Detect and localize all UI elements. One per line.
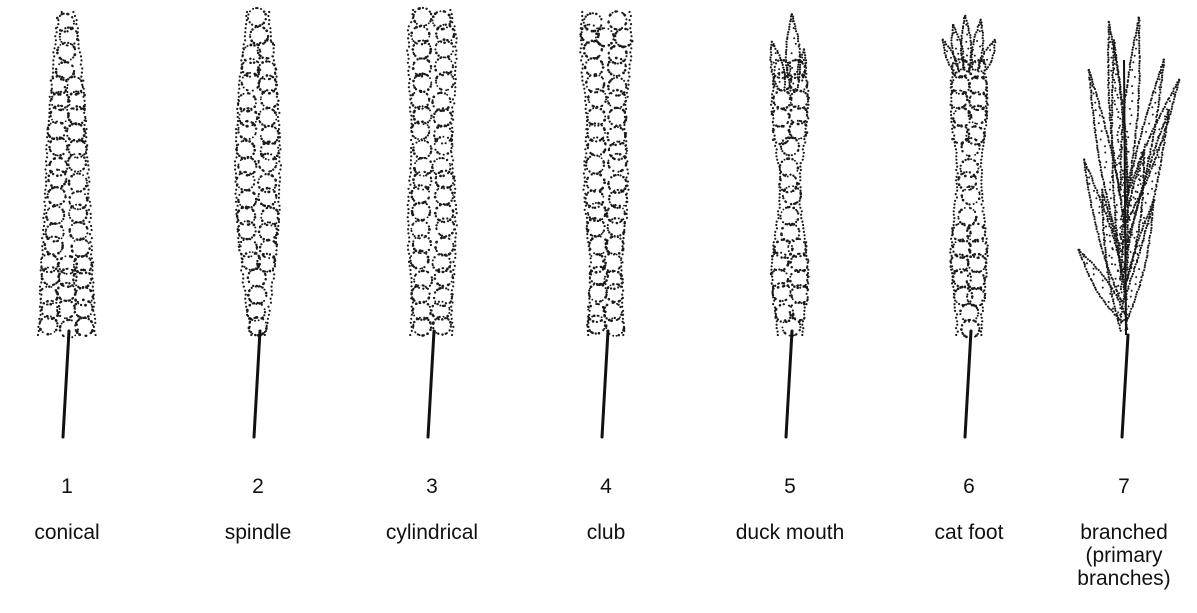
stem (786, 331, 792, 437)
shape-label-5: 5 duck mouth (715, 452, 865, 567)
stem (428, 331, 434, 437)
stem (602, 331, 608, 437)
shape-number: 4 (531, 475, 681, 498)
panicle-cat-foot (942, 15, 997, 437)
shape-label-6: 6 cat foot (894, 452, 1044, 567)
shape-label-3: 3 cylindrical (357, 452, 507, 567)
stem (965, 331, 971, 437)
shape-number: 6 (894, 475, 1044, 498)
shape-name: duck mouth (715, 521, 865, 544)
panicle-duck-mouth (769, 13, 810, 437)
shape-number: 1 (0, 475, 142, 498)
shape-number: 2 (183, 475, 333, 498)
stem (63, 331, 69, 437)
shape-label-2: 2 spindle (183, 452, 333, 567)
panicle-club (579, 10, 633, 437)
shape-number: 3 (357, 475, 507, 498)
shape-label-1: 1 conical (0, 452, 142, 567)
shape-number: 7 (1049, 475, 1197, 498)
shape-name: cat foot (894, 521, 1044, 544)
shape-name: branched (primary branches) (1049, 521, 1197, 590)
shape-name: spindle (183, 521, 333, 544)
panicle-cylindrical (406, 7, 458, 437)
panicle-spindle (234, 7, 282, 437)
shape-name: conical (0, 521, 142, 544)
shape-label-4: 4 club (531, 452, 681, 567)
shape-name: cylindrical (357, 521, 507, 544)
panicle-conical (37, 11, 97, 437)
shape-number: 5 (715, 475, 865, 498)
stem (1122, 335, 1128, 437)
panicle-branched (1077, 17, 1180, 438)
shape-label-7: 7 branched (primary branches) (1049, 452, 1197, 613)
stem (254, 331, 260, 437)
shape-name: club (531, 521, 681, 544)
